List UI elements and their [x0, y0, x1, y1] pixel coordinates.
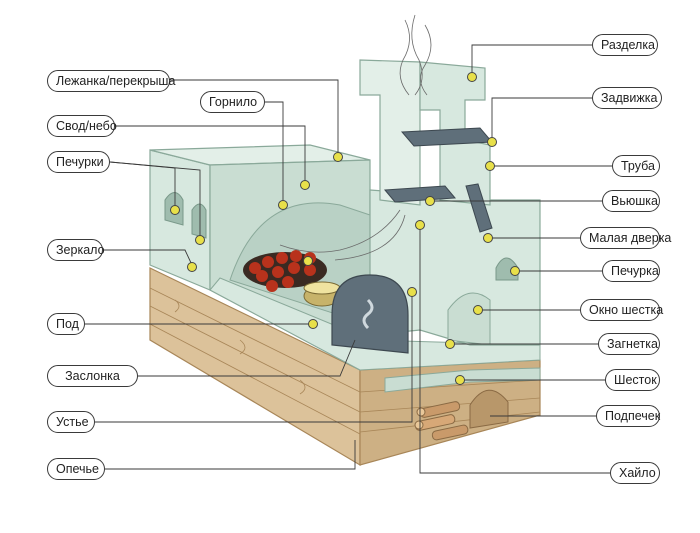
label-khaylo: Хайло — [610, 462, 660, 484]
label-truba: Труба — [612, 155, 660, 177]
label-razdelka: Разделка — [592, 34, 658, 56]
label-zerkalo: Зеркало — [47, 239, 105, 261]
label-okno-shestka: Окно шестка — [580, 299, 663, 321]
malaya-dverka-plate — [465, 183, 493, 233]
label-uste: Устье — [47, 411, 95, 433]
vyushka-plate — [383, 185, 457, 203]
label-zagnetka: Загнетка — [598, 333, 660, 355]
label-svod: Свод/небо — [47, 115, 117, 137]
marker-dots — [170, 72, 520, 385]
label-zadvizhka: Задвижка — [592, 87, 662, 109]
label-lezhanka: Лежанка/перекрыша — [47, 70, 175, 92]
label-zaslonka: Заслонка — [47, 365, 138, 387]
label-gornilo: Горнило — [200, 91, 265, 113]
label-pechurki-left: Печурки — [47, 151, 110, 173]
label-podpechek: Подпечек — [596, 405, 660, 427]
smoke-lines — [279, 14, 432, 261]
label-shestok: Шесток — [605, 369, 660, 391]
leader-lines — [85, 44, 612, 474]
label-vyushka: Вьюшка — [602, 190, 660, 212]
label-malaya-dverka: Малая дверка — [580, 227, 671, 249]
pot — [303, 281, 341, 307]
label-pod: Под — [47, 313, 85, 335]
label-pechurka-right: Печурка — [602, 260, 660, 282]
firewood — [414, 401, 469, 441]
zaslonka-door — [331, 274, 409, 354]
label-opeche: Опечье — [47, 458, 105, 480]
